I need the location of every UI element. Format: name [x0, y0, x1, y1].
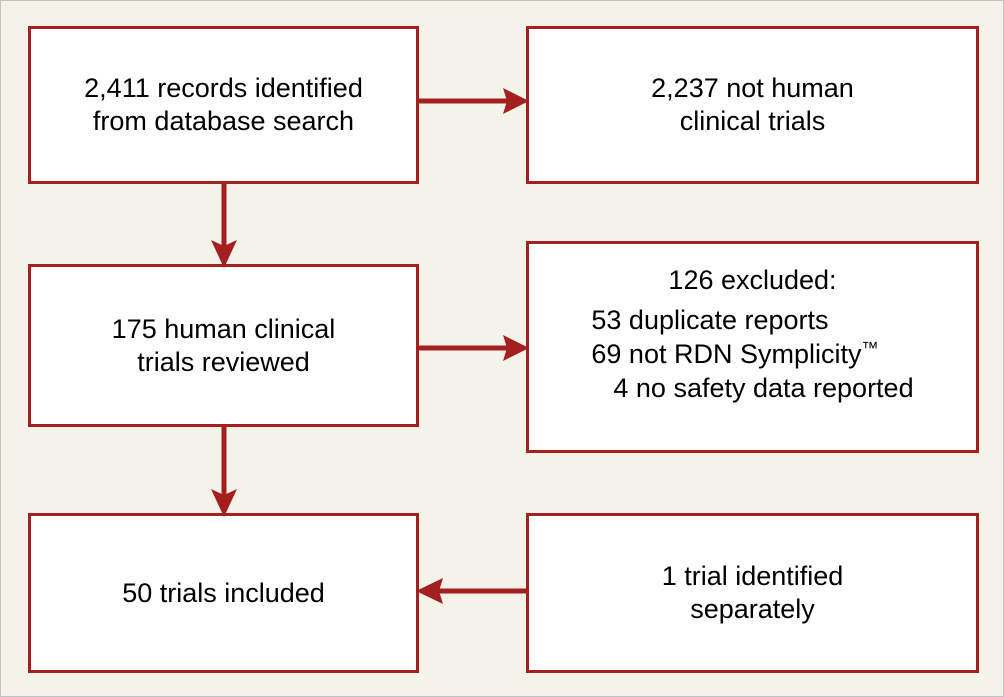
- node-reviewed-line1: 175 human clinical: [111, 313, 336, 344]
- node-separate-line1: 1 trial identified: [661, 561, 844, 592]
- arrow-records-to-not-human: [419, 85, 529, 117]
- node-excluded-reason-no-safety-data: 4 no safety data reported: [613, 372, 914, 403]
- node-trials-included: 50 trials included: [28, 513, 419, 673]
- node-records-identified-line2: from database search: [92, 106, 355, 136]
- node-trial-identified-separately: 1 trial identified separately: [526, 513, 979, 673]
- node-excluded-reason-list: 53 duplicate reports 69 not RDN Symplici…: [591, 303, 913, 405]
- node-trials-included-line1: 50 trials included: [122, 577, 325, 608]
- arrow-records-to-reviewed: [207, 184, 241, 268]
- node-excluded-heading: 126 excluded:: [668, 265, 837, 295]
- node-excluded-reason-duplicates: 53 duplicate reports: [591, 304, 829, 335]
- arrow-reviewed-to-excluded: [419, 332, 529, 364]
- node-not-human-clinical-trials: 2,237 not human clinical trials: [526, 26, 979, 184]
- node-reviewed-line2: trials reviewed: [137, 346, 310, 377]
- node-not-human-line2: clinical trials: [679, 106, 826, 136]
- node-excluded: 126 excluded: 53 duplicate reports 69 no…: [526, 241, 979, 453]
- arrow-reviewed-to-included: [207, 427, 241, 517]
- node-not-human-line1: 2,237 not human: [651, 73, 854, 104]
- node-human-clinical-trials-reviewed: 175 human clinical trials reviewed: [28, 264, 419, 427]
- node-excluded-reason-not-rdn-text: 69 not RDN Symplicity: [591, 338, 862, 369]
- node-separate-line2: separately: [690, 594, 815, 624]
- node-records-identified: 2,411 records identified from database s…: [28, 26, 419, 184]
- arrow-separate-to-included: [416, 575, 529, 607]
- trademark-icon: ™: [861, 338, 879, 358]
- node-records-identified-line1: 2,411 records identified: [84, 73, 363, 104]
- node-excluded-reason-not-rdn: 69 not RDN Symplicity™: [591, 337, 913, 371]
